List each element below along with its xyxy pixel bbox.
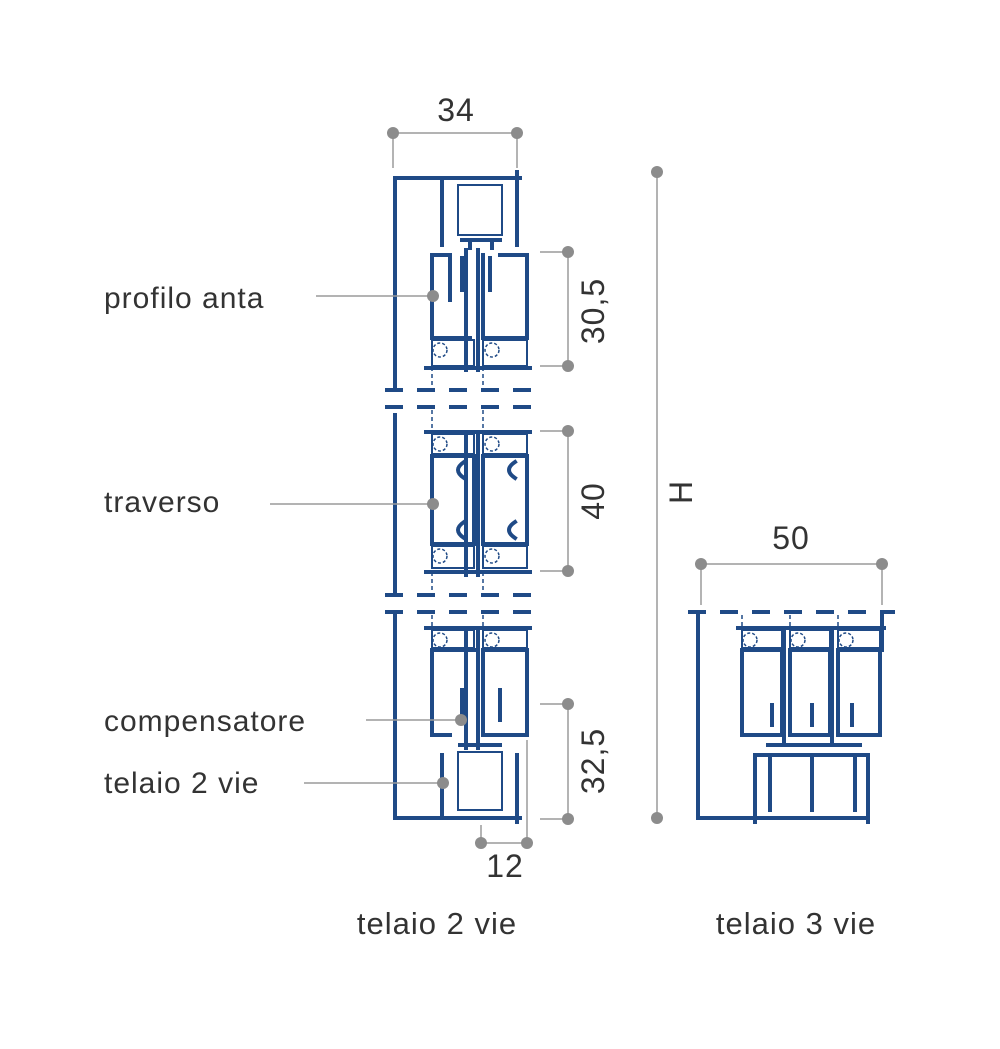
dim-text-34: 34 xyxy=(437,92,475,128)
dimension-dot xyxy=(511,127,523,139)
dimension-dot xyxy=(562,425,574,437)
dimension-dot xyxy=(651,812,663,824)
dimension-dot xyxy=(876,558,888,570)
dim-text-40: 40 xyxy=(575,482,611,520)
dim-text-h: H xyxy=(663,480,699,504)
dim-text-50: 50 xyxy=(772,520,810,556)
left-profile-section xyxy=(385,170,545,824)
leader-compensatore xyxy=(366,714,467,726)
dimension-dot xyxy=(562,565,574,577)
label-telaio-2-vie: telaio 2 vie xyxy=(104,767,259,800)
dimension-total-height xyxy=(651,166,663,824)
dimension-height-30-5 xyxy=(540,246,574,372)
dimension-dot xyxy=(475,837,487,849)
dimension-dot xyxy=(695,558,707,570)
dimension-dot xyxy=(521,837,533,849)
dimension-dot xyxy=(562,813,574,825)
dimension-height-40 xyxy=(540,425,574,577)
label-compensatore: compensatore xyxy=(104,705,306,738)
dim-text-12: 12 xyxy=(486,848,524,884)
dimension-dot xyxy=(387,127,399,139)
leader-traverso xyxy=(270,498,439,510)
dim-text-32-5: 32,5 xyxy=(575,728,611,794)
leader-profilo-anta xyxy=(316,290,439,302)
dimension-offset-12 xyxy=(475,740,533,849)
dimension-dot xyxy=(562,360,574,372)
dim-text-30-5: 30,5 xyxy=(575,278,611,344)
leader-telaio-2-vie xyxy=(304,777,449,789)
dimension-height-32-5 xyxy=(540,698,574,825)
label-profilo-anta: profilo anta xyxy=(104,282,264,315)
label-traverso: traverso xyxy=(104,486,220,519)
dimension-dot xyxy=(562,698,574,710)
right-profile-section xyxy=(688,610,895,824)
dimension-dot xyxy=(651,166,663,178)
dimension-width-50 xyxy=(695,558,888,605)
dimension-dot xyxy=(562,246,574,258)
dimension-width-34 xyxy=(387,127,523,168)
caption-telaio-2-vie: telaio 2 vie xyxy=(357,906,517,941)
caption-telaio-3-vie: telaio 3 vie xyxy=(716,906,876,941)
